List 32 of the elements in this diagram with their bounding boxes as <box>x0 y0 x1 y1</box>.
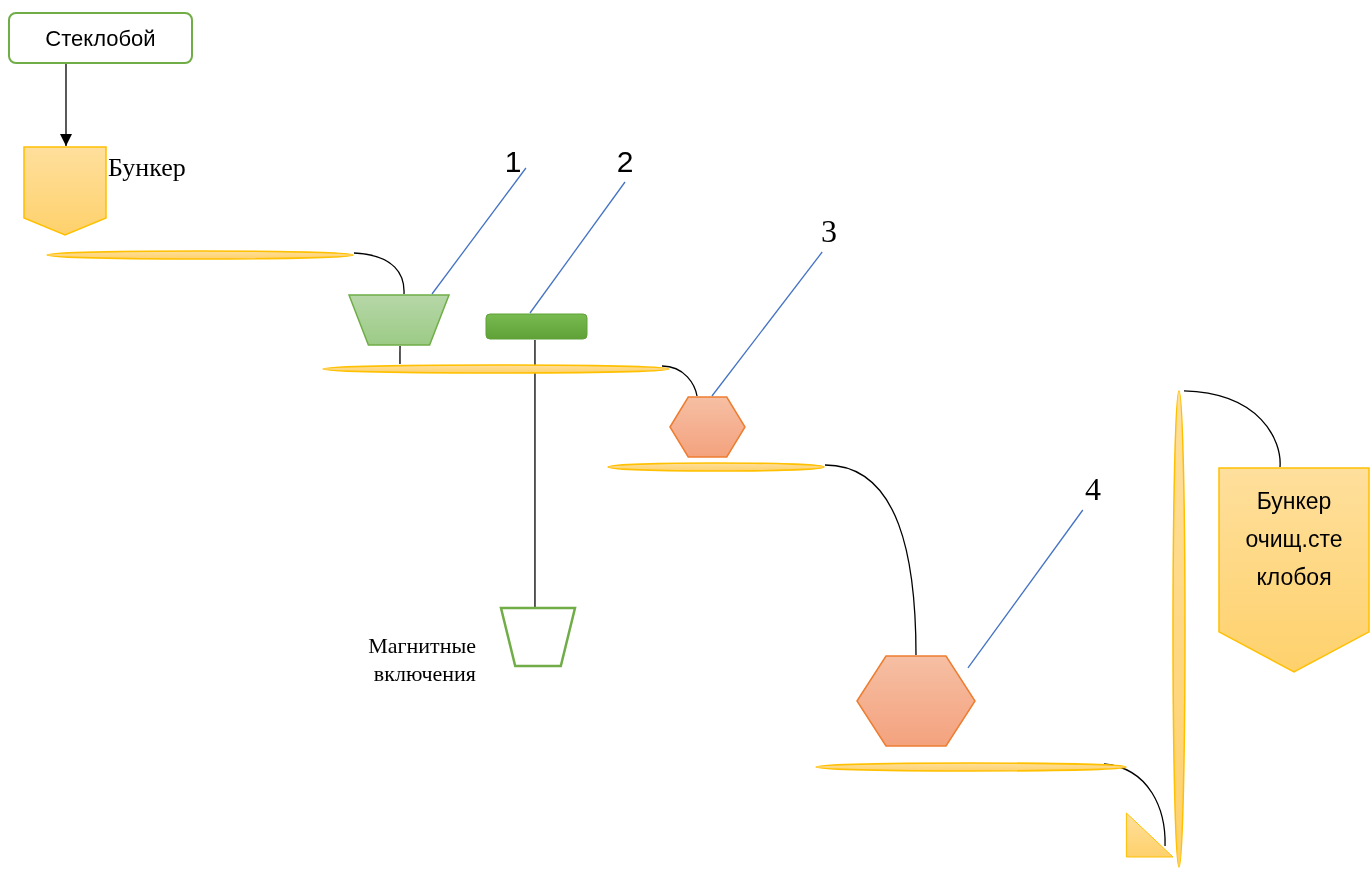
source-box <box>8 12 193 64</box>
node-label: Стеклобой <box>45 24 156 53</box>
hexagon-shape <box>856 655 976 747</box>
leader-line <box>431 167 527 295</box>
connector-line <box>399 345 401 365</box>
hopper-label: Бункер очищ.стеклобоя <box>1244 487 1344 592</box>
crusher-shape <box>348 294 450 346</box>
hopper-shape <box>23 146 107 236</box>
connector-line <box>1103 763 1166 847</box>
equipment-label: Бункер <box>108 152 187 184</box>
hexagon-shape <box>669 396 746 458</box>
collector-bin <box>500 607 576 667</box>
leader-line <box>529 181 626 314</box>
connector-line <box>534 339 536 608</box>
callout-number: 3 <box>812 210 846 252</box>
leader-line <box>711 251 823 397</box>
conveyor-belt <box>46 250 354 260</box>
hopper-shape <box>1218 467 1370 673</box>
equipment-label: Магнитные включения <box>367 632 476 687</box>
callout-number: 4 <box>1076 468 1110 510</box>
callout-number: 1 <box>496 142 530 182</box>
arrow <box>60 63 72 147</box>
magnet-bar <box>485 313 588 340</box>
conveyor-belt <box>815 762 1127 772</box>
conveyor-belt <box>322 364 670 374</box>
connector-line <box>1183 390 1281 468</box>
callout-number: 2 <box>608 142 642 182</box>
connector-line <box>661 365 698 397</box>
connector-line <box>353 252 405 295</box>
connector-line <box>824 464 917 656</box>
conveyor-belt <box>607 462 825 472</box>
leader-line <box>967 509 1084 669</box>
